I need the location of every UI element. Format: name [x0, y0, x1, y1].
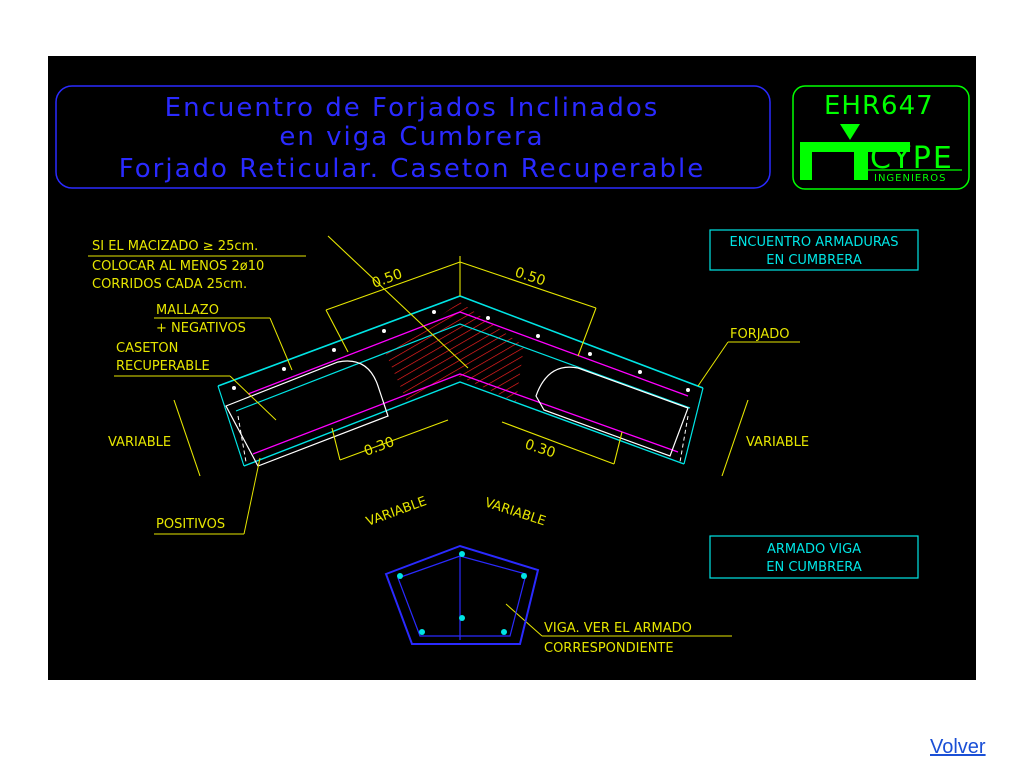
slab-break-right — [679, 415, 689, 463]
cad-drawing: Encuentro de Forjados Inclinados en viga… — [48, 56, 976, 680]
note-macizado-2: COLOCAR AL MENOS 2ø10 — [92, 259, 264, 274]
title-block: Encuentro de Forjados Inclinados en viga… — [55, 85, 771, 189]
note-caseton-2: RECUPERABLE — [116, 359, 210, 374]
info-box-bottom: ARMADO VIGA EN CUMBRERA — [709, 535, 919, 579]
note-macizado-3: CORRIDOS CADA 25cm. — [92, 277, 247, 292]
slab-bottom-edge — [243, 381, 685, 467]
annotation-texts: SI EL MACIZADO ≥ 25cm. COLOCAR AL MENOS … — [92, 239, 789, 656]
cad-svg: Encuentro de Forjados Inclinados en viga… — [55, 85, 970, 656]
note-forjado: FORJADO — [730, 327, 789, 342]
info-box-bottom-line1: ARMADO VIGA — [767, 542, 861, 557]
logo-subtitle: INGENIEROS — [874, 173, 946, 184]
info-box-top-line1: ENCUENTRO ARMADURAS — [729, 235, 898, 250]
logo-code: EHR647 — [824, 91, 934, 121]
back-link[interactable]: Volver — [930, 736, 986, 758]
beam-stirrup — [397, 555, 527, 637]
dimension-lines — [173, 235, 749, 477]
title-line2: en viga Cumbrera — [279, 122, 544, 152]
logo-leg-right — [854, 142, 868, 180]
leader-lines — [88, 255, 800, 637]
note-viga-2: CORRESPONDIENTE — [544, 641, 674, 656]
slab-end-right — [683, 387, 704, 465]
logo-arrow-icon — [840, 124, 860, 140]
logo-leg-left — [800, 142, 812, 180]
info-box-bottom-line2: EN CUMBRERA — [766, 560, 862, 575]
logo-brand: CYPE — [870, 141, 954, 176]
title-line3: Forjado Reticular. Caseton Recuperable — [119, 154, 706, 184]
bottom-rebar — [252, 373, 679, 455]
info-box-bottom-frame — [709, 535, 919, 579]
title-line1: Encuentro de Forjados Inclinados — [165, 93, 660, 123]
note-macizado-1: SI EL MACIZADO ≥ 25cm. — [92, 239, 258, 254]
rebar-dots — [232, 310, 690, 392]
dim-variable-beam-left: VARIABLE — [364, 494, 428, 530]
note-mallazo-1: MALLAZO — [156, 303, 219, 318]
note-viga-1: VIGA. VER EL ARMADO — [544, 621, 692, 636]
dim-bottom-left: 0.30 — [362, 434, 397, 460]
title-frame — [55, 85, 771, 189]
dim-variable-beam-right: VARIABLE — [483, 496, 548, 530]
dim-variable-left: VARIABLE — [108, 435, 171, 450]
top-rebar — [247, 311, 689, 397]
ridge-hatch — [386, 302, 524, 404]
dim-variable-right: VARIABLE — [746, 435, 809, 450]
note-positivos: POSITIVOS — [156, 517, 225, 532]
info-box-top-frame — [709, 229, 919, 271]
caseton-right — [535, 366, 689, 457]
caseton-left — [225, 360, 389, 467]
note-mallazo-2: + NEGATIVOS — [156, 321, 246, 336]
beam-section — [384, 544, 540, 645]
beam-rebars — [397, 551, 527, 635]
slab-section — [217, 295, 704, 467]
slab-end-left — [217, 385, 245, 467]
slab-break-left — [237, 415, 247, 463]
logo-frame — [792, 85, 970, 190]
info-box-top: ENCUENTRO ARMADURAS EN CUMBRERA — [709, 229, 919, 271]
note-caseton-1: CASETON — [116, 341, 178, 356]
beam-outline — [384, 544, 540, 645]
cype-logo: EHR647 CYPE INGENIEROS — [792, 85, 970, 190]
info-box-top-line2: EN CUMBRERA — [766, 253, 862, 268]
slab-top-edge-inner — [235, 323, 691, 412]
